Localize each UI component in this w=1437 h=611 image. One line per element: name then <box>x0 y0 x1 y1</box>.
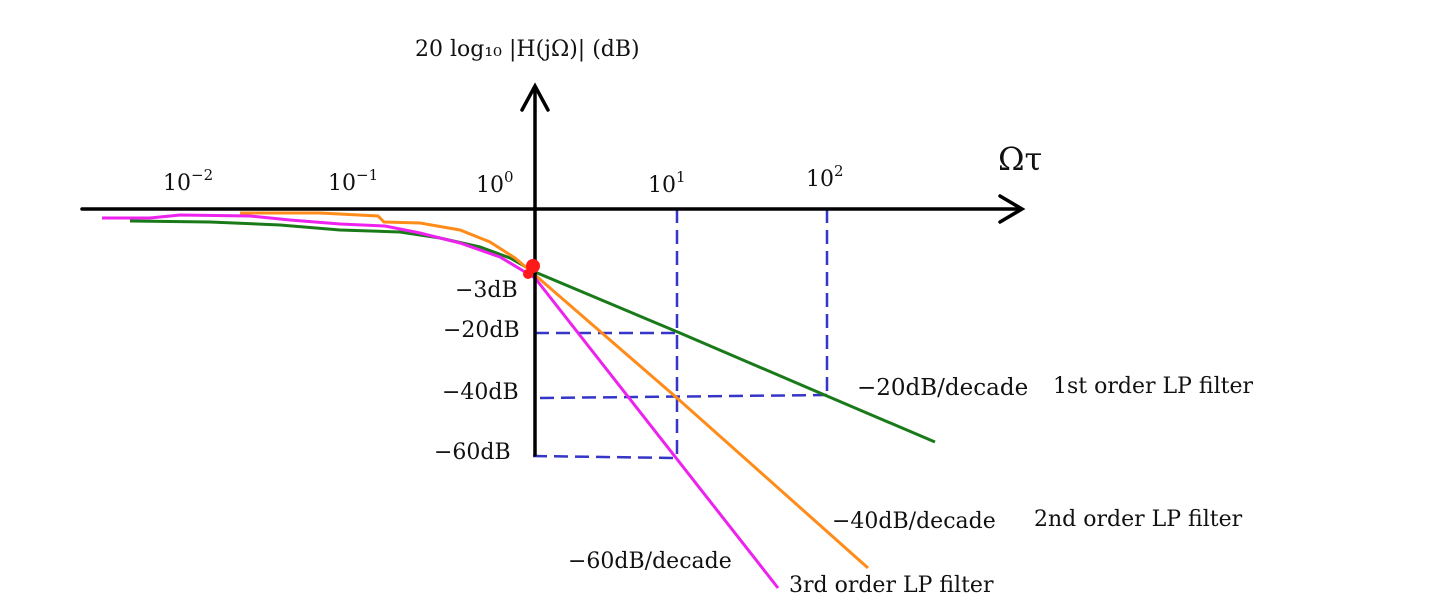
x-axis-arrow <box>998 194 1026 224</box>
x-tick-label: 10−2 <box>163 166 213 196</box>
y-tick-labels: −3dB −20dB −40dB −60dB <box>434 278 520 465</box>
guide-horizontal-40db <box>539 393 828 400</box>
x-tick-label: 102 <box>806 162 844 192</box>
guide-horizontal-60db <box>532 454 678 460</box>
x-tick-labels: 10−2 10−1 100 101 102 <box>163 162 844 198</box>
filter-name-2nd: 2nd order LP filter <box>1034 507 1243 532</box>
corner-marker <box>523 259 540 279</box>
slope-label-2nd: −40dB/decade <box>832 509 996 534</box>
x-tick-label: 101 <box>648 168 686 198</box>
slope-label-1st: −20dB/decade <box>857 375 1028 401</box>
y-axis-label: 20 log₁₀ |H(jΩ)| (dB) <box>415 37 640 62</box>
x-tick-label: 100 <box>476 168 514 198</box>
y-tick-label: −40dB <box>442 380 519 405</box>
y-tick-label: −60dB <box>434 440 511 465</box>
x-axis-label: Ωτ <box>998 140 1042 178</box>
filter-name-1st: 1st order LP filter <box>1053 374 1253 399</box>
y-tick-label: −20dB <box>443 318 520 343</box>
slope-label-3rd: −60dB/decade <box>568 549 732 574</box>
y-axis-arrow <box>520 82 550 112</box>
y-tick-label: −3dB <box>455 278 518 303</box>
curve-3rd-order <box>102 213 780 589</box>
curve-2nd-order <box>240 211 869 570</box>
guide-lines <box>532 209 829 460</box>
filter-name-3rd: 3rd order LP filter <box>789 573 994 598</box>
x-tick-label: 10−1 <box>328 166 378 196</box>
curve-1st-order <box>129 219 936 444</box>
